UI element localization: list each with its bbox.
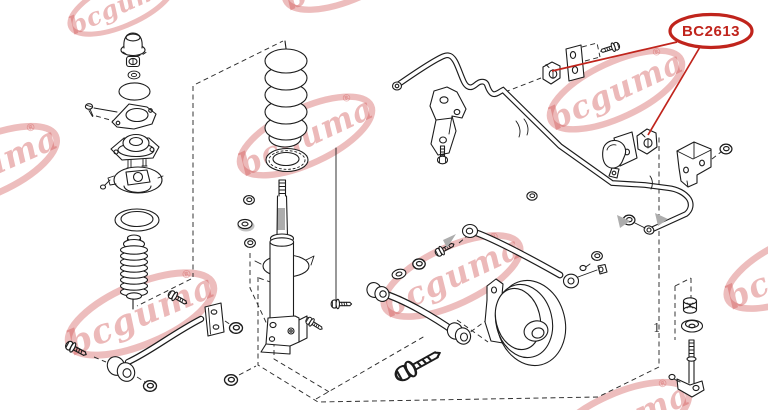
spring-upper-seat [99, 166, 164, 194]
bar-eye-right [643, 225, 655, 235]
watermark-top-left [62, 0, 183, 47]
link-bushing-left [461, 223, 479, 239]
coil-spring-group [264, 40, 309, 173]
small-screw [84, 103, 118, 117]
gasket-ring [118, 82, 151, 101]
mount-bracket-plate [565, 44, 585, 82]
arrow-icon [443, 234, 456, 248]
part-code-callout: BC2613 [551, 12, 754, 136]
coil-spring [264, 48, 308, 148]
link-dome-washer [680, 319, 704, 333]
stabilizer-bushing-front [542, 61, 561, 85]
link-foot [668, 373, 705, 398]
link-rod [686, 339, 697, 384]
arm-end-bracket [204, 302, 225, 337]
bump-stop-cap [120, 32, 147, 57]
dust-boot-group [114, 208, 160, 310]
stabilizer-bushing-rear [636, 128, 658, 155]
bracket-bolt-vertical [436, 145, 449, 165]
link-bolt-right [579, 264, 587, 272]
watermark-left-edge [0, 110, 68, 223]
stabilizer-mount-front [542, 40, 622, 85]
front-lateral-arm-group [63, 288, 244, 392]
brake-drum-group [484, 278, 567, 367]
strut-mount-insulator [110, 133, 160, 169]
bracket-nut [719, 143, 733, 155]
mount-bolt [330, 298, 353, 310]
dust-boot [119, 234, 149, 310]
watermark-top-center [274, 0, 425, 25]
spring-lower-rubber-seat [265, 147, 309, 173]
mid-bracket-group [429, 86, 467, 165]
spring-seat-rubber [114, 208, 160, 232]
watermark-right-edge [715, 211, 768, 326]
link-nut-right [591, 251, 603, 261]
watermark-center-right [539, 34, 693, 145]
stabilizer-bar-group [391, 52, 694, 235]
link-bushing-left [366, 282, 390, 302]
link-bushing-right [446, 322, 472, 345]
mount-bolt [598, 40, 622, 57]
arm-nut [142, 380, 158, 392]
bar-eye-left [391, 81, 403, 91]
link-bushing [682, 297, 698, 314]
arm-bushing [106, 356, 136, 382]
arrow-icon [617, 215, 630, 228]
watermark-bottom [540, 366, 699, 410]
stabilizer-mount-rear [602, 128, 658, 179]
small-washer [127, 70, 141, 80]
rod-washer [237, 218, 253, 230]
clamp-marks [515, 118, 653, 190]
highlight-arrows [443, 213, 668, 248]
callout-number: 1 [653, 321, 661, 335]
part-code-label: BC2613 [682, 23, 740, 40]
link-nut-left [412, 258, 426, 270]
small-nut [526, 191, 538, 201]
stabilizer-link-group [668, 297, 705, 398]
arrow-icon [655, 213, 668, 226]
rod-lock-nut [244, 238, 256, 248]
bracket-nut [228, 322, 244, 334]
lower-nut [223, 374, 239, 386]
callout-pointer-lines [551, 41, 701, 136]
rod-nut [243, 195, 255, 205]
upper-mount-plate [111, 103, 157, 130]
upper-lateral-link-group [390, 223, 608, 289]
strut-mount-stack [84, 32, 164, 194]
lock-nut [125, 55, 141, 68]
strut-body [254, 179, 315, 355]
drum-hub [523, 320, 549, 342]
body-bracket-group [526, 141, 733, 229]
shock-absorber-group [237, 147, 353, 355]
link-long-bolt [391, 344, 445, 386]
lower-lateral-link-group [366, 282, 472, 386]
callout-oval [668, 12, 754, 50]
link-bushing-right [562, 273, 580, 289]
link-pin [597, 263, 608, 275]
